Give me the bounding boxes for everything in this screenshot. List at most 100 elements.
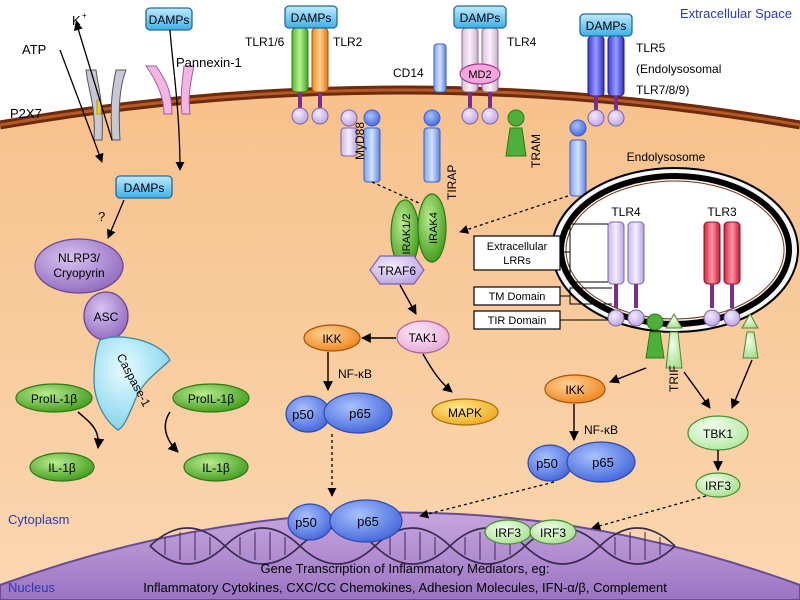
p65-nuclear-label: p65 (357, 514, 379, 529)
nfkb-label: NF-κB (338, 367, 372, 381)
tm-domain-box (473, 286, 561, 306)
pannexin-channel (145, 65, 195, 115)
irf3-nuclear-protein-b (529, 519, 577, 545)
irak4-protein (417, 193, 447, 263)
cytoplasm-label: Cytoplasm (8, 512, 69, 527)
mapk-label: MAPK (448, 406, 482, 420)
tlr4-endosomal-label: TLR4 (611, 205, 641, 219)
il1b-right-label: IL-1β (202, 461, 230, 475)
tlr5-label-line3: TLR7/8/9) (636, 83, 689, 97)
tak1-to-mapk-arrow (422, 353, 453, 393)
irf3-protein (695, 472, 741, 498)
il1b-left (29, 452, 95, 482)
k-ion-charge: + (82, 11, 87, 20)
ikk-endosomal-label: IKK (565, 383, 584, 397)
irf3-nuclear-label-b: IRF3 (540, 526, 566, 540)
damps-box-pannexin (145, 7, 193, 31)
damps-box-tlr2 (284, 5, 338, 29)
md2-protein (459, 63, 501, 85)
tir-domain-label: TIR Domain (488, 315, 547, 327)
damps-box-tlr4 (453, 5, 507, 29)
traf6-label: TRAF6 (378, 264, 416, 278)
cd14-receptor (433, 43, 447, 93)
damps-label-cytosolic: DAMPs (124, 181, 165, 195)
irf3-nuclear-label-a: IRF3 (495, 526, 521, 540)
k-efflux-arrow (74, 21, 113, 141)
pro-il1b-right (172, 383, 250, 413)
atp-label: ATP (22, 42, 46, 57)
p2x7-label: P2X7 (10, 106, 42, 121)
nucleus-background (0, 511, 800, 600)
trif-adaptors (645, 312, 759, 369)
pro-il1b-left (15, 383, 93, 413)
tirap-label: TIRAP (445, 165, 459, 200)
ikk-endosomal-protein (544, 374, 606, 404)
nfkb-endosomal-label: NF-κB (584, 423, 618, 437)
nlrp3-protein (34, 238, 124, 294)
tbk1-label: TBK1 (703, 427, 733, 441)
k-ion-label: K (72, 13, 81, 28)
ikk-protein (303, 324, 361, 352)
cd14-label: CD14 (393, 66, 424, 80)
tir-domain-box (473, 310, 561, 330)
domain-callout-lines (560, 223, 612, 321)
damps-label-tlr2: DAMPs (291, 11, 332, 25)
damps-box-cytosolic (115, 175, 173, 199)
ikk-label: IKK (322, 332, 341, 346)
tak1-protein (396, 320, 450, 354)
mapk-protein (431, 398, 499, 426)
damps-to-nlrp3-arrow (106, 199, 125, 239)
myd88-tirap-adaptors-tlr2 (340, 109, 381, 183)
irf3-to-nucleus-arrow (591, 495, 707, 531)
cleavage-arrow-left (77, 411, 105, 450)
tlr5-to-irak-arrow (459, 195, 569, 234)
pannexin-damps-arrow (169, 29, 185, 171)
extracellular-lrrs-label-line2: LRRs (503, 255, 531, 267)
p50-label: p50 (292, 407, 314, 422)
tak1-label: TAK1 (408, 331, 437, 345)
traf6-to-tak1-arrow (399, 284, 417, 315)
traf6-protein (369, 255, 425, 285)
irak4-label: IRAK4 (428, 212, 440, 244)
md2-label: MD2 (468, 69, 491, 81)
myd88-label: MyD88 (353, 122, 367, 160)
p65-label: p65 (349, 406, 371, 421)
tlr2-heterodimer (291, 27, 329, 125)
irak12-label: IRAK1/2 (401, 214, 413, 255)
trif-label: TRIF (667, 365, 681, 392)
damps-box-tlr5 (579, 13, 633, 37)
asc-label: ASC (94, 310, 119, 324)
tlr16-label: TLR1/6 (245, 35, 285, 49)
p2x7-channel (85, 69, 127, 141)
unknown-step-mark: ? (98, 209, 105, 224)
p65-nuclear-protein (329, 499, 403, 543)
gene-transcription-caption-line2: Inflammatory Cytokines, CXC/CC Chemokine… (143, 580, 667, 595)
il1b-left-label: IL-1β (48, 461, 76, 475)
p65-endosomal-protein (566, 441, 636, 483)
damps-label-tlr5: DAMPs (586, 19, 627, 33)
pro-il1b-left-label: ProIL-1β (31, 392, 77, 406)
tram-label: TRAM (529, 134, 543, 168)
tm-domain-label: TM Domain (489, 291, 546, 303)
pro-il1b-right-label: ProIL-1β (188, 392, 234, 406)
extracellular-lrrs-box (473, 235, 561, 271)
tlr5-label-line2: (Endolysosomal (636, 62, 721, 76)
nlrp3-label-line1: NLRP3/ (58, 251, 101, 265)
myd88-to-irak-arrow (371, 181, 431, 209)
tlr3-receptor (703, 221, 741, 327)
atp-arrow (59, 49, 104, 163)
tram-adaptor (505, 109, 527, 157)
trif-to-ikk-arrow (609, 367, 647, 384)
nfkb-endosomal-to-nucleus-arrow (419, 481, 555, 519)
endolysosome-label: Endolysosome (627, 150, 706, 164)
p50-endosomal-label: p50 (536, 456, 558, 471)
dna-helix (149, 527, 676, 565)
tlr4-surface-label: TLR4 (507, 35, 537, 49)
tirap-adaptor-tlr4 (423, 109, 441, 183)
cleavage-arrow-right (164, 411, 179, 453)
p50-nuclear-label: p50 (295, 515, 317, 530)
extracellular-lrrs-label-line1: Extracellular (487, 241, 548, 253)
damps-label-tlr4: DAMPs (460, 11, 501, 25)
pannexin-label: Pannexin-1 (176, 55, 242, 70)
